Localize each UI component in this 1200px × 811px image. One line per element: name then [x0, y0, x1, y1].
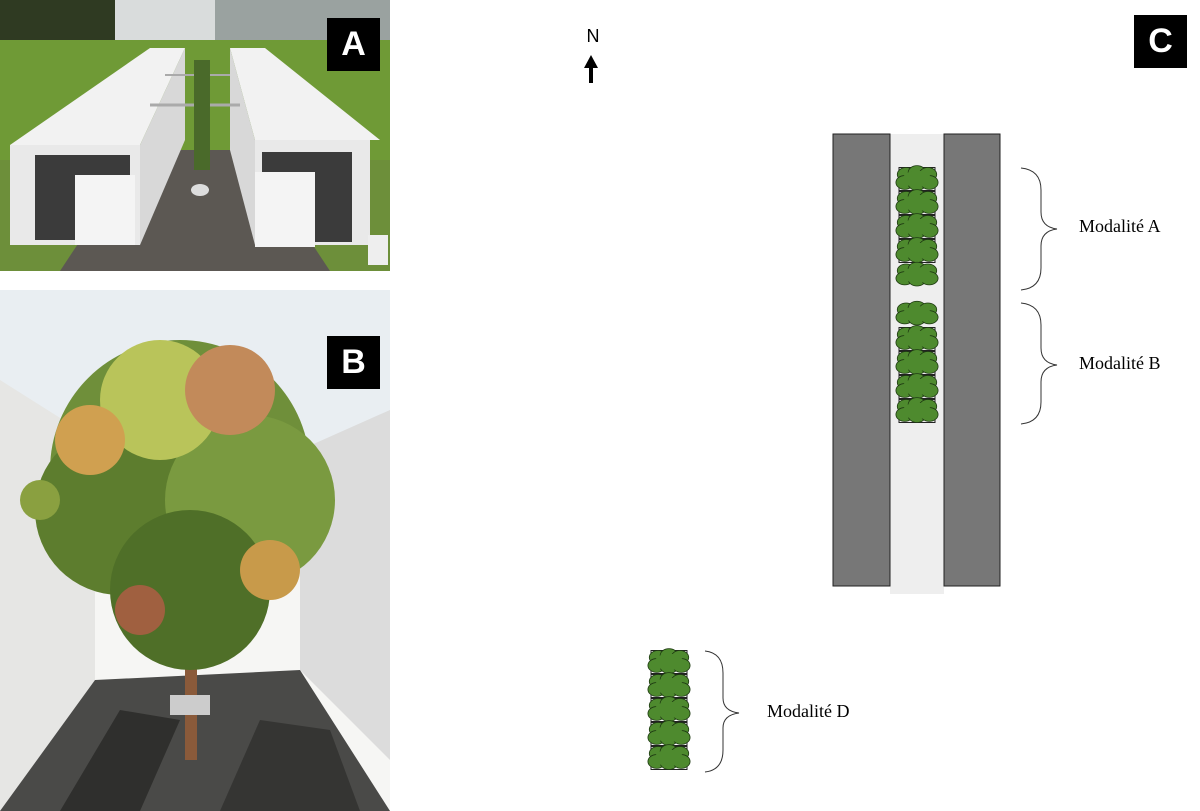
tree-crown-icon — [647, 648, 691, 674]
tree-crown-icon — [895, 213, 939, 239]
tree-crown-icon — [895, 165, 939, 191]
panel-label-c: C — [1134, 15, 1187, 68]
tree-crown-icon — [895, 349, 939, 375]
modality-d-label: Modalité D — [767, 701, 850, 721]
north-indicator: N — [578, 26, 608, 47]
panel-label-a: A — [327, 18, 380, 71]
modality-a-label: Modalité A — [1079, 216, 1161, 236]
brace-d — [704, 650, 740, 773]
tree-crown-icon — [647, 720, 691, 746]
photo-b-tree: B — [0, 290, 390, 811]
tree-crown-icon — [895, 300, 939, 326]
tree-crown-icon — [895, 397, 939, 423]
tree-crown-icon — [895, 373, 939, 399]
brace-a — [1020, 167, 1058, 291]
tree-crown-icon — [895, 189, 939, 215]
tree-crown-icon — [895, 237, 939, 263]
photo-a-illustration — [0, 0, 390, 271]
tree-row-a — [895, 165, 939, 287]
right-wall — [943, 133, 1001, 587]
tree-row-d — [647, 648, 691, 770]
tree-crown-icon — [895, 325, 939, 351]
photo-a-structures: A — [0, 0, 390, 271]
tree-crown-icon — [647, 744, 691, 770]
brace-b — [1020, 302, 1058, 425]
tree-row-b — [895, 300, 939, 423]
north-label: N — [586, 26, 600, 46]
tree-crown-icon — [647, 672, 691, 698]
panel-label-b: B — [327, 336, 380, 389]
photo-b-illustration — [0, 290, 390, 811]
left-wall — [832, 133, 891, 587]
tree-crown-icon — [895, 261, 939, 287]
tree-crown-icon — [647, 696, 691, 722]
modality-b-label: Modalité B — [1079, 353, 1161, 373]
north-arrow-icon — [584, 55, 598, 83]
